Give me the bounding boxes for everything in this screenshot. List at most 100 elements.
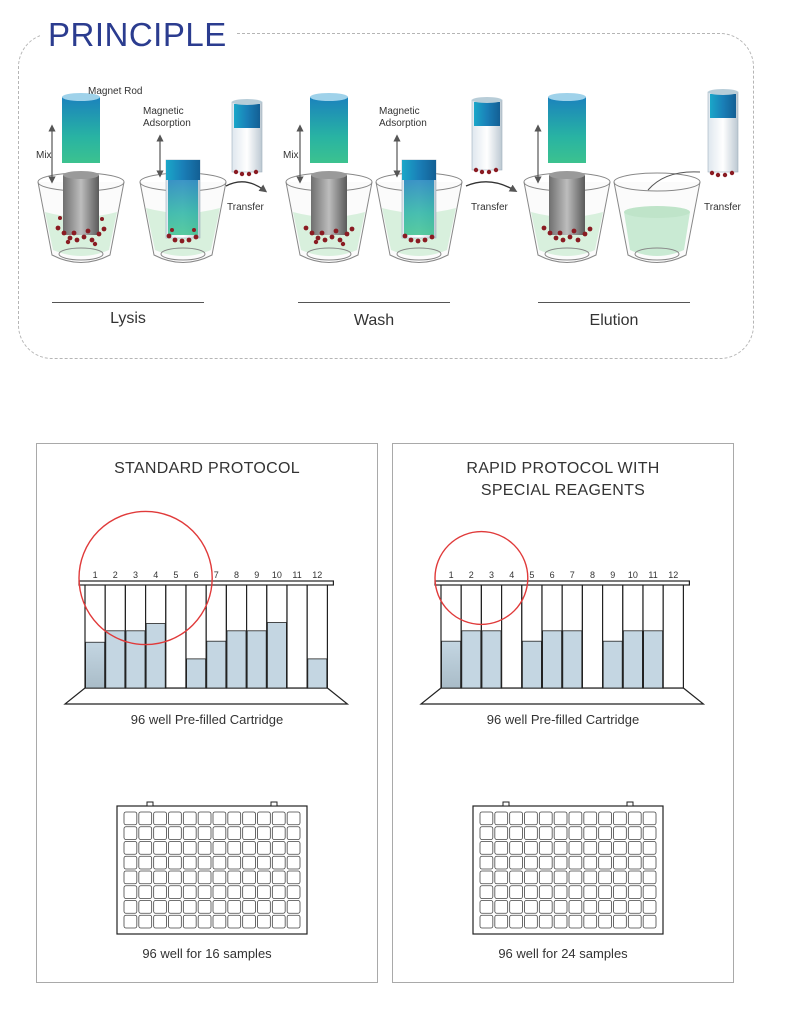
mix-label-1: Mix (36, 150, 52, 161)
plate-well (123, 841, 138, 855)
plate-well (123, 855, 138, 870)
wash-transfer-rod (465, 97, 518, 192)
plate-well (257, 914, 271, 929)
cartridge-base (419, 687, 706, 705)
lysis-mix-group (37, 93, 125, 263)
plate-well (138, 855, 153, 870)
plate-well (598, 870, 612, 885)
plate-well (598, 811, 612, 826)
highlight-circle (78, 510, 213, 646)
plate-well (627, 914, 642, 929)
plate-well (123, 870, 138, 885)
plate-well (286, 914, 301, 929)
plate-well (583, 914, 598, 929)
plate-well (494, 914, 509, 929)
plate-well (538, 914, 553, 929)
plate-well (197, 885, 212, 899)
well-number: 5 (173, 570, 178, 580)
plate-well (524, 811, 538, 826)
plate-well (242, 855, 256, 870)
plate-well (123, 885, 138, 899)
plate-well (153, 885, 167, 899)
plate-well (168, 841, 182, 855)
plate-well (197, 870, 212, 885)
plate-well (227, 841, 242, 855)
cartridge-well (500, 583, 523, 689)
well-fill (246, 630, 267, 689)
plate-well (286, 855, 301, 870)
plate-well (227, 811, 242, 826)
well-fill (562, 630, 583, 689)
plate-well (627, 870, 642, 885)
well-fill (145, 623, 166, 689)
well-number: 7 (570, 570, 575, 580)
plate-well (257, 826, 271, 840)
plate-well (568, 826, 583, 840)
well-number: 10 (272, 570, 282, 580)
plate-well (494, 885, 509, 899)
plate-well (568, 841, 583, 855)
plate-well (538, 885, 553, 899)
well-fill (622, 630, 643, 689)
plate-well (613, 900, 627, 914)
plate-well (212, 900, 227, 914)
plate-well (642, 900, 657, 914)
plate-well (524, 900, 538, 914)
plate-well (568, 900, 583, 914)
plate-well (242, 914, 256, 929)
plate-well (271, 900, 286, 914)
plate-well (613, 841, 627, 855)
plate-well (627, 826, 642, 840)
plate-well (153, 914, 167, 929)
plate-well (642, 914, 657, 929)
well-number: 4 (153, 570, 158, 580)
well-number: 12 (312, 570, 322, 580)
plate-well (583, 826, 598, 840)
plate-well (583, 855, 598, 870)
plate-well (286, 811, 301, 826)
well-number: 1 (93, 570, 98, 580)
plate-well (168, 900, 182, 914)
plate-well (257, 900, 271, 914)
highlight-circle (434, 530, 529, 626)
plate-well (257, 811, 271, 826)
plate-well (642, 885, 657, 899)
well-fill (266, 622, 287, 689)
plate-well (197, 841, 212, 855)
plate-well (227, 870, 242, 885)
plate-well (182, 885, 197, 899)
well-number: 6 (194, 570, 199, 580)
plate-well (286, 870, 301, 885)
well-number: 7 (214, 570, 219, 580)
lysis-adsorption-group (139, 134, 227, 263)
plate-well (212, 855, 227, 870)
plate-well (538, 855, 553, 870)
panel-title-line1: RAPID PROTOCOL WITH (466, 460, 660, 477)
plate-well (271, 885, 286, 899)
plate-well (168, 870, 182, 885)
plate-well (598, 885, 612, 899)
plate-well (138, 914, 153, 929)
plate-well (494, 826, 509, 840)
plate-well (598, 900, 612, 914)
plate-well (479, 870, 494, 885)
plate-well (138, 885, 153, 899)
plate-well (286, 900, 301, 914)
well-fill (521, 640, 542, 689)
plate-well (123, 811, 138, 826)
transfer-label-2: Transfer (471, 202, 508, 213)
well-number: 9 (610, 570, 615, 580)
transfer-label-3: Transfer (704, 202, 741, 213)
plate-well (509, 900, 523, 914)
plate-well (168, 914, 182, 929)
plate-well (613, 885, 627, 899)
plate-well (524, 841, 538, 855)
plate-well (138, 870, 153, 885)
well-number: 4 (509, 570, 514, 580)
plate-well (524, 870, 538, 885)
plate-well (494, 841, 509, 855)
plate-well (568, 870, 583, 885)
